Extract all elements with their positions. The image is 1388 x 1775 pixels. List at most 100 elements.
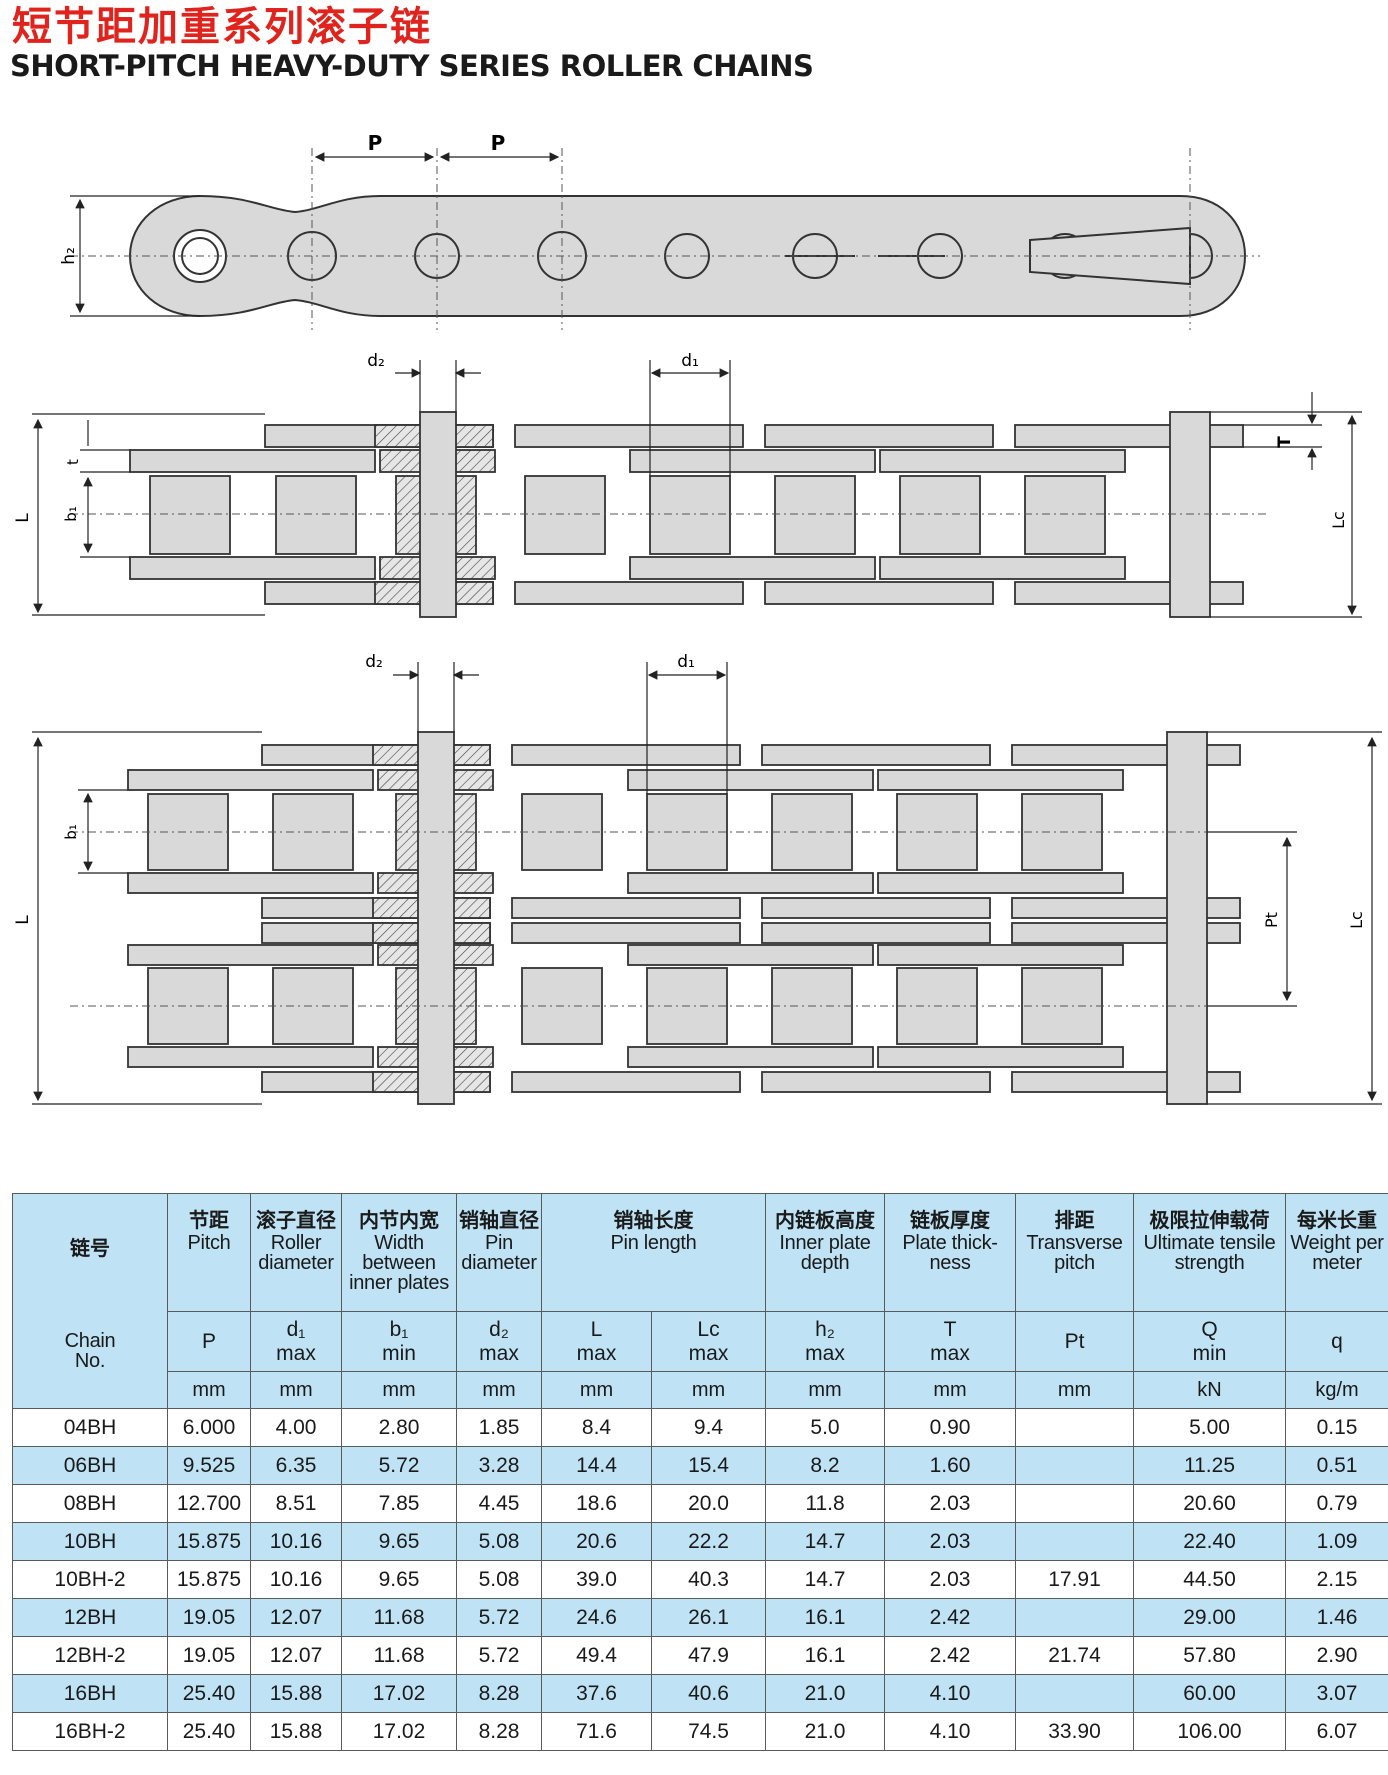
chain-no-cell: 10BH	[12, 1522, 168, 1561]
chain-drawing: P P h₂	[13, 131, 1382, 1105]
label-p1: P	[368, 131, 383, 155]
table-cell: 26.1	[651, 1598, 766, 1637]
table-cell: 10.16	[250, 1522, 342, 1561]
header-cn-10: 每米长重	[1297, 1208, 1377, 1232]
table-cell: 2.90	[1285, 1636, 1388, 1675]
label-d2-top: d₂	[367, 351, 385, 371]
table-cell: 2.42	[884, 1598, 1016, 1637]
table-cell: 8.4	[541, 1408, 652, 1447]
table-cell: 11.68	[341, 1636, 457, 1675]
table-cell: 12.07	[250, 1598, 342, 1637]
chain-no-cell: 16BH-2	[12, 1712, 168, 1751]
chain-no-cell: 08BH	[12, 1484, 168, 1523]
table-cell: 10.16	[250, 1560, 342, 1599]
header-unit-10: kg/m	[1285, 1371, 1388, 1409]
table-cell: 71.6	[541, 1712, 652, 1751]
header-lim-3: max	[479, 1341, 519, 1365]
table-cell: 15.88	[250, 1712, 342, 1751]
header-lim-1: max	[276, 1341, 316, 1365]
table-cell: 1.46	[1285, 1598, 1388, 1637]
header-unit-6: mm	[765, 1371, 885, 1409]
chain-no-cell: 16BH	[12, 1674, 168, 1713]
table-cell: 16.1	[765, 1636, 885, 1675]
table-cell: 8.51	[250, 1484, 342, 1523]
header-sym-text-1: d₁	[286, 1317, 306, 1341]
table-cell: 21.0	[765, 1674, 885, 1713]
table-cell: 2.03	[884, 1484, 1016, 1523]
table-cell: 33.90	[1015, 1712, 1134, 1751]
header-cn-8: 排距	[1054, 1208, 1095, 1232]
table-cell: 20.6	[541, 1522, 652, 1561]
table-cell: 9.4	[651, 1408, 766, 1447]
header-cn-0: 节距	[189, 1208, 229, 1232]
table-cell: 6.35	[250, 1446, 342, 1485]
header-unit-3: mm	[456, 1371, 542, 1409]
table-cell: 2.42	[884, 1636, 1016, 1675]
header-lim-9: min	[1192, 1341, 1227, 1365]
table-cell	[1015, 1674, 1134, 1713]
table-cell: 2.15	[1285, 1560, 1388, 1599]
table-cell: 15.4	[651, 1446, 766, 1485]
table-cell: 5.00	[1133, 1408, 1286, 1447]
header-cn-1: 滚子直径	[256, 1208, 336, 1232]
label-Lc-top: Lc	[1329, 511, 1348, 529]
table-cell: 1.09	[1285, 1522, 1388, 1561]
header-unit-0: mm	[167, 1371, 251, 1409]
header-sym-text-3: d₂	[489, 1317, 509, 1341]
chain-no-cell: 12BH	[12, 1598, 168, 1637]
header-sym-text-2: b₁	[389, 1317, 409, 1341]
table-cell: 14.4	[541, 1446, 652, 1485]
table-cell: 5.72	[456, 1636, 542, 1675]
header-chain-no-cn: 链号	[70, 1235, 110, 1260]
label-d1-top: d₁	[681, 351, 699, 371]
header-lim-2: min	[382, 1341, 416, 1365]
table-cell: 5.72	[341, 1446, 457, 1485]
header-sym-8: Pt	[1015, 1311, 1134, 1372]
header-pin-length-en: Pin length	[610, 1232, 697, 1254]
table-cell: 5.08	[456, 1560, 542, 1599]
header-en-9: Ultimate tensile strength	[1143, 1232, 1276, 1274]
header-unit-1: mm	[250, 1371, 342, 1409]
chain-no-cell: 12BH-2	[12, 1636, 168, 1675]
table-cell: 17.02	[341, 1674, 457, 1713]
label-T: T	[1275, 436, 1295, 448]
table-cell: 47.9	[651, 1636, 766, 1675]
header-en-6: Inner plate depth	[779, 1232, 871, 1274]
header-sym-text-7: T	[943, 1317, 957, 1341]
header-cn-3: 销轴直径	[459, 1208, 539, 1232]
table-cell	[1015, 1408, 1134, 1447]
chain-no-cell: 04BH	[12, 1408, 168, 1447]
header-sym-text-8: Pt	[1064, 1329, 1085, 1353]
table-cell: 19.05	[167, 1598, 251, 1637]
label-b1-top: b₁	[62, 506, 80, 522]
table-cell: 74.5	[651, 1712, 766, 1751]
table-cell: 20.0	[651, 1484, 766, 1523]
table-cell	[1015, 1522, 1134, 1561]
header-en-1: Roller diameter	[258, 1232, 334, 1274]
header-en-8: Transverse pitch	[1026, 1232, 1123, 1274]
header-lim-6: max	[805, 1341, 845, 1365]
table-cell: 4.10	[884, 1712, 1016, 1751]
table-cell: 44.50	[1133, 1560, 1286, 1599]
table-cell: 12.07	[250, 1636, 342, 1675]
table-cell: 4.45	[456, 1484, 542, 1523]
table-cell: 20.60	[1133, 1484, 1286, 1523]
header-cn-2: 内节内宽	[359, 1208, 439, 1232]
table-cell: 22.40	[1133, 1522, 1286, 1561]
header-cn-7: 链板厚度	[910, 1208, 990, 1232]
table-cell: 49.4	[541, 1636, 652, 1675]
